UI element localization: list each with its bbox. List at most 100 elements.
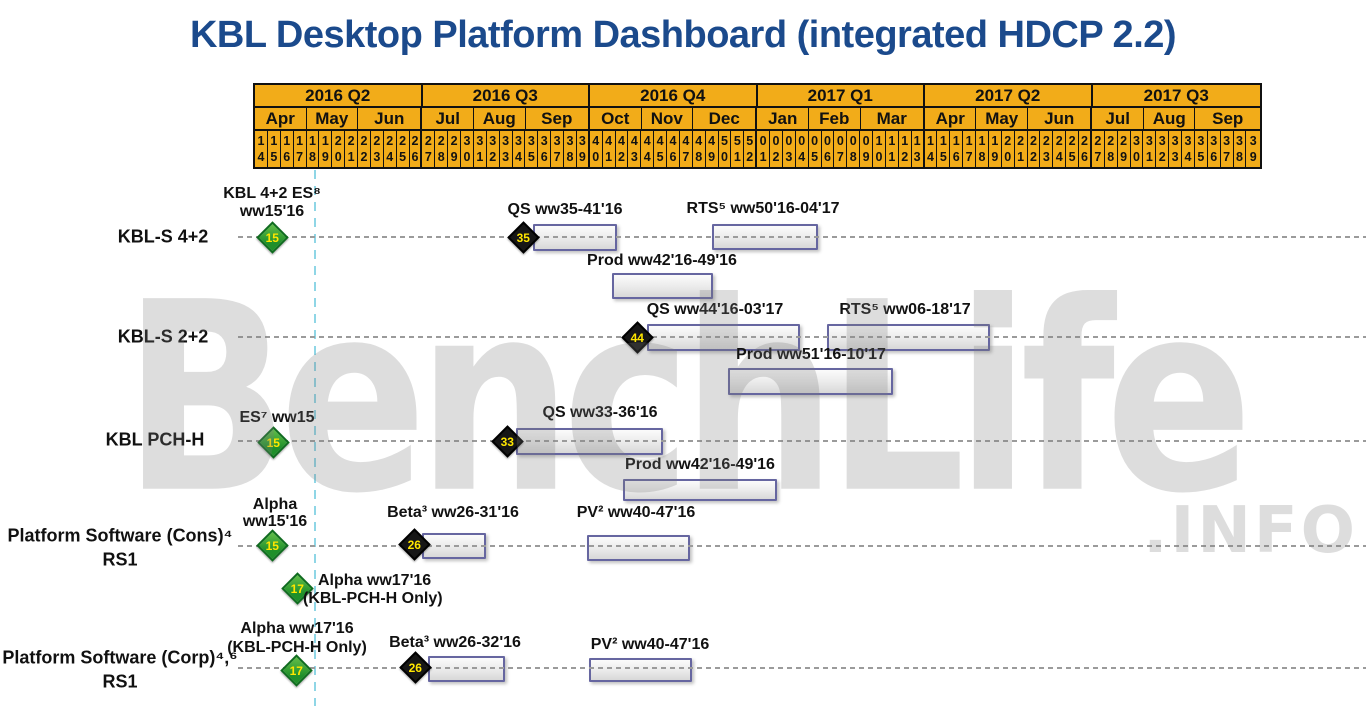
- milestone-diamond-green: 15: [255, 528, 289, 562]
- month-cell: Dec: [693, 108, 758, 131]
- milestone-week-number: 15: [265, 537, 279, 552]
- row-label: RS1: [102, 549, 138, 570]
- milestone-week-number: 26: [408, 659, 422, 674]
- bar-caption: Prod ww51'16-10'17: [736, 346, 886, 363]
- milestone-caption: Alpha: [252, 496, 298, 513]
- quarter-cell: 2016 Q4: [590, 85, 758, 108]
- milestone-diamond-green: 15: [255, 220, 289, 254]
- row-gridline: [238, 667, 1366, 669]
- month-cell: Oct: [589, 108, 642, 131]
- row-label: Platform Software (Cons)⁴: [7, 525, 233, 546]
- milestone-caption: ww15'16: [239, 203, 305, 220]
- bar-caption: PV² ww40-47'16: [590, 636, 710, 653]
- row-label: KBL-S 2+2: [117, 326, 209, 347]
- quarter-cell: 2017 Q2: [925, 85, 1093, 108]
- current-week-line: [314, 170, 316, 706]
- month-cell: Sep: [1195, 108, 1260, 131]
- milestone-caption: Alpha ww17'16: [318, 572, 432, 589]
- milestone-caption: (KBL-PCH-H Only): [303, 590, 443, 607]
- milestone-diamond-black: 26: [398, 650, 432, 684]
- gantt-bar: [587, 535, 690, 561]
- month-cell: Feb: [808, 108, 861, 131]
- watermark-suffix: .INFO: [1143, 494, 1358, 568]
- gantt-bar: [728, 368, 893, 395]
- month-cell: Nov: [641, 108, 694, 131]
- month-cell: Aug: [474, 108, 526, 131]
- row-gridline: [238, 440, 1366, 442]
- milestone-week-number: 35: [516, 229, 530, 244]
- gantt-bar: [612, 273, 713, 299]
- row-label: RS1: [102, 671, 138, 692]
- month-cell: Sep: [525, 108, 590, 131]
- row-label: Platform Software (Corp)⁴,⁶: [2, 647, 238, 668]
- gantt-bar: [589, 658, 692, 682]
- row-gridline: [238, 236, 1366, 238]
- month-cell: Jun: [1028, 108, 1093, 131]
- bar-caption: QS ww33-36'16: [542, 404, 658, 421]
- bar-caption: QS ww44'16-03'17: [646, 301, 784, 318]
- month-cell: Jul: [422, 108, 475, 131]
- quarter-cell: 2016 Q2: [255, 85, 423, 108]
- bar-caption: Prod ww42'16-49'16: [587, 252, 737, 269]
- quarter-cell: 2016 Q3: [422, 85, 590, 108]
- row-label: KBL PCH-H: [105, 429, 205, 450]
- milestone-caption: ww15'16: [242, 513, 308, 530]
- bar-caption: PV² ww40-47'16: [576, 504, 696, 521]
- month-cell: Apr: [255, 108, 307, 131]
- month-cell: Jun: [358, 108, 423, 131]
- bar-caption: Beta³ ww26-31'16: [387, 504, 519, 521]
- quarter-cell: 2017 Q3: [1092, 85, 1260, 108]
- milestone-week-number: 33: [500, 433, 514, 448]
- milestone-caption: (KBL-PCH-H Only): [227, 639, 367, 656]
- bar-caption: Beta³ ww26-32'16: [389, 634, 521, 651]
- gantt-bar: [623, 479, 777, 501]
